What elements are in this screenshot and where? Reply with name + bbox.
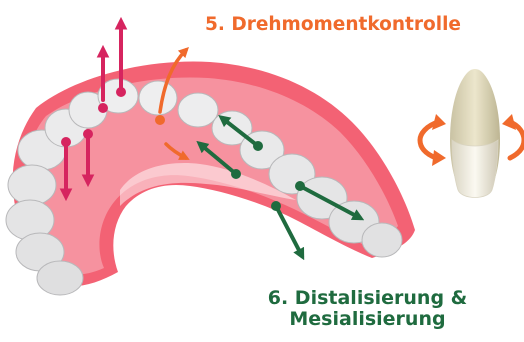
distalization-label-line2: Mesialisierung [240, 309, 495, 330]
distalization-label: 6. Distalisierung & Mesialisierung [240, 288, 495, 330]
torque-control-label: 5. Drehmomentkontrolle [205, 14, 461, 35]
torque-dot [155, 115, 165, 125]
single-tooth-illustration [450, 69, 500, 198]
distalization-label-line1: 6. Distalisierung & [240, 288, 495, 309]
